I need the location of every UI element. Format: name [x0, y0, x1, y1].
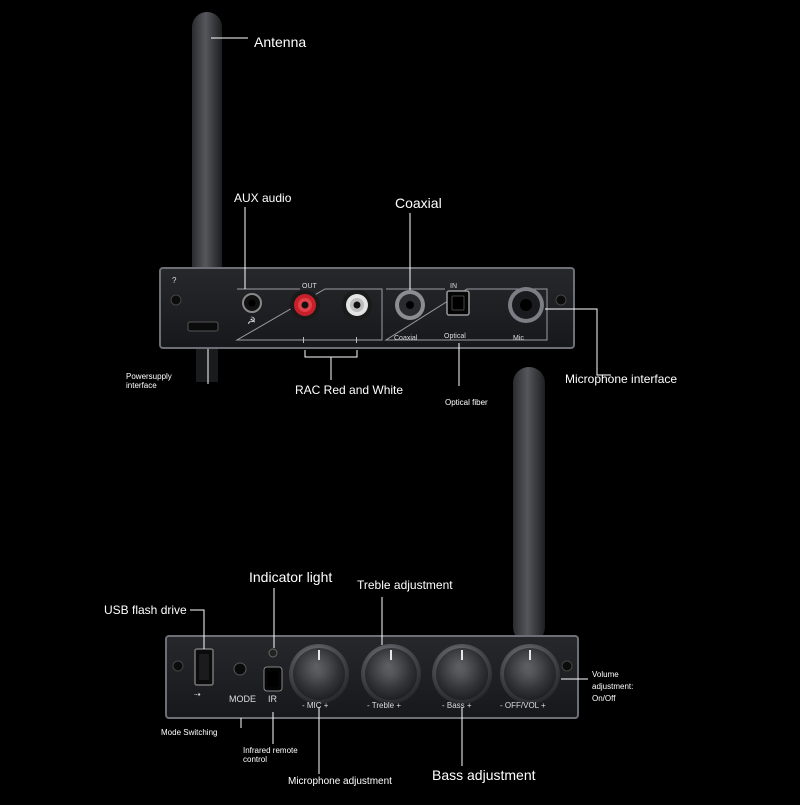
usb-icon: ⇢	[194, 690, 201, 699]
question-mark-text: ?	[172, 276, 177, 285]
infrared-remote-label: Infrared remote control	[243, 746, 298, 764]
antenna-bottom	[513, 367, 545, 643]
bass-knob-label: - Bass +	[442, 701, 472, 710]
top-leader-lines	[207, 37, 611, 386]
treble-knob-label: - Treble +	[367, 701, 402, 710]
mic-panel-label: Mic	[513, 335, 524, 342]
top-panel	[159, 267, 575, 349]
coaxial-panel-label: Coaxial	[394, 335, 418, 342]
coaxial-label: Coaxial	[395, 195, 442, 211]
optical-fiber-label: Optical fiber	[445, 398, 488, 407]
antenna-label: Antenna	[254, 34, 307, 50]
bottom-panel	[165, 635, 579, 719]
bottom-leader-lines	[190, 588, 588, 774]
ir-panel-label: IR	[268, 694, 277, 704]
mode-panel-label: MODE	[229, 694, 256, 704]
vol-knob-label: - OFF/VOL +	[500, 701, 546, 710]
aux-audio-label: AUX audio	[234, 191, 292, 205]
microphone-adjustment-label: Microphone adjustment	[288, 776, 392, 787]
volume-adjustment-label: Volume adjustment: On/Off	[592, 670, 634, 703]
optical-panel-label: Optical	[444, 333, 466, 340]
headphone-icon: ☭	[247, 316, 256, 327]
in-panel-label: IN	[450, 283, 457, 290]
rca-red-white-label: RAC Red and White	[295, 383, 404, 397]
power-supply-label: Powersupply interface	[126, 372, 172, 390]
usb-flash-drive-label: USB flash drive	[104, 603, 187, 617]
out-panel-label: OUT	[302, 283, 317, 290]
microphone-interface-label: Microphone interface	[565, 372, 678, 386]
treble-adjustment-label: Treble adjustment	[357, 578, 453, 592]
mic-knob-label: - MIC +	[302, 701, 329, 710]
indicator-light-label: Indicator light	[249, 569, 333, 585]
mode-switching-label: Mode Switching	[161, 728, 218, 737]
bass-adjustment-label: Bass adjustment	[432, 767, 536, 783]
